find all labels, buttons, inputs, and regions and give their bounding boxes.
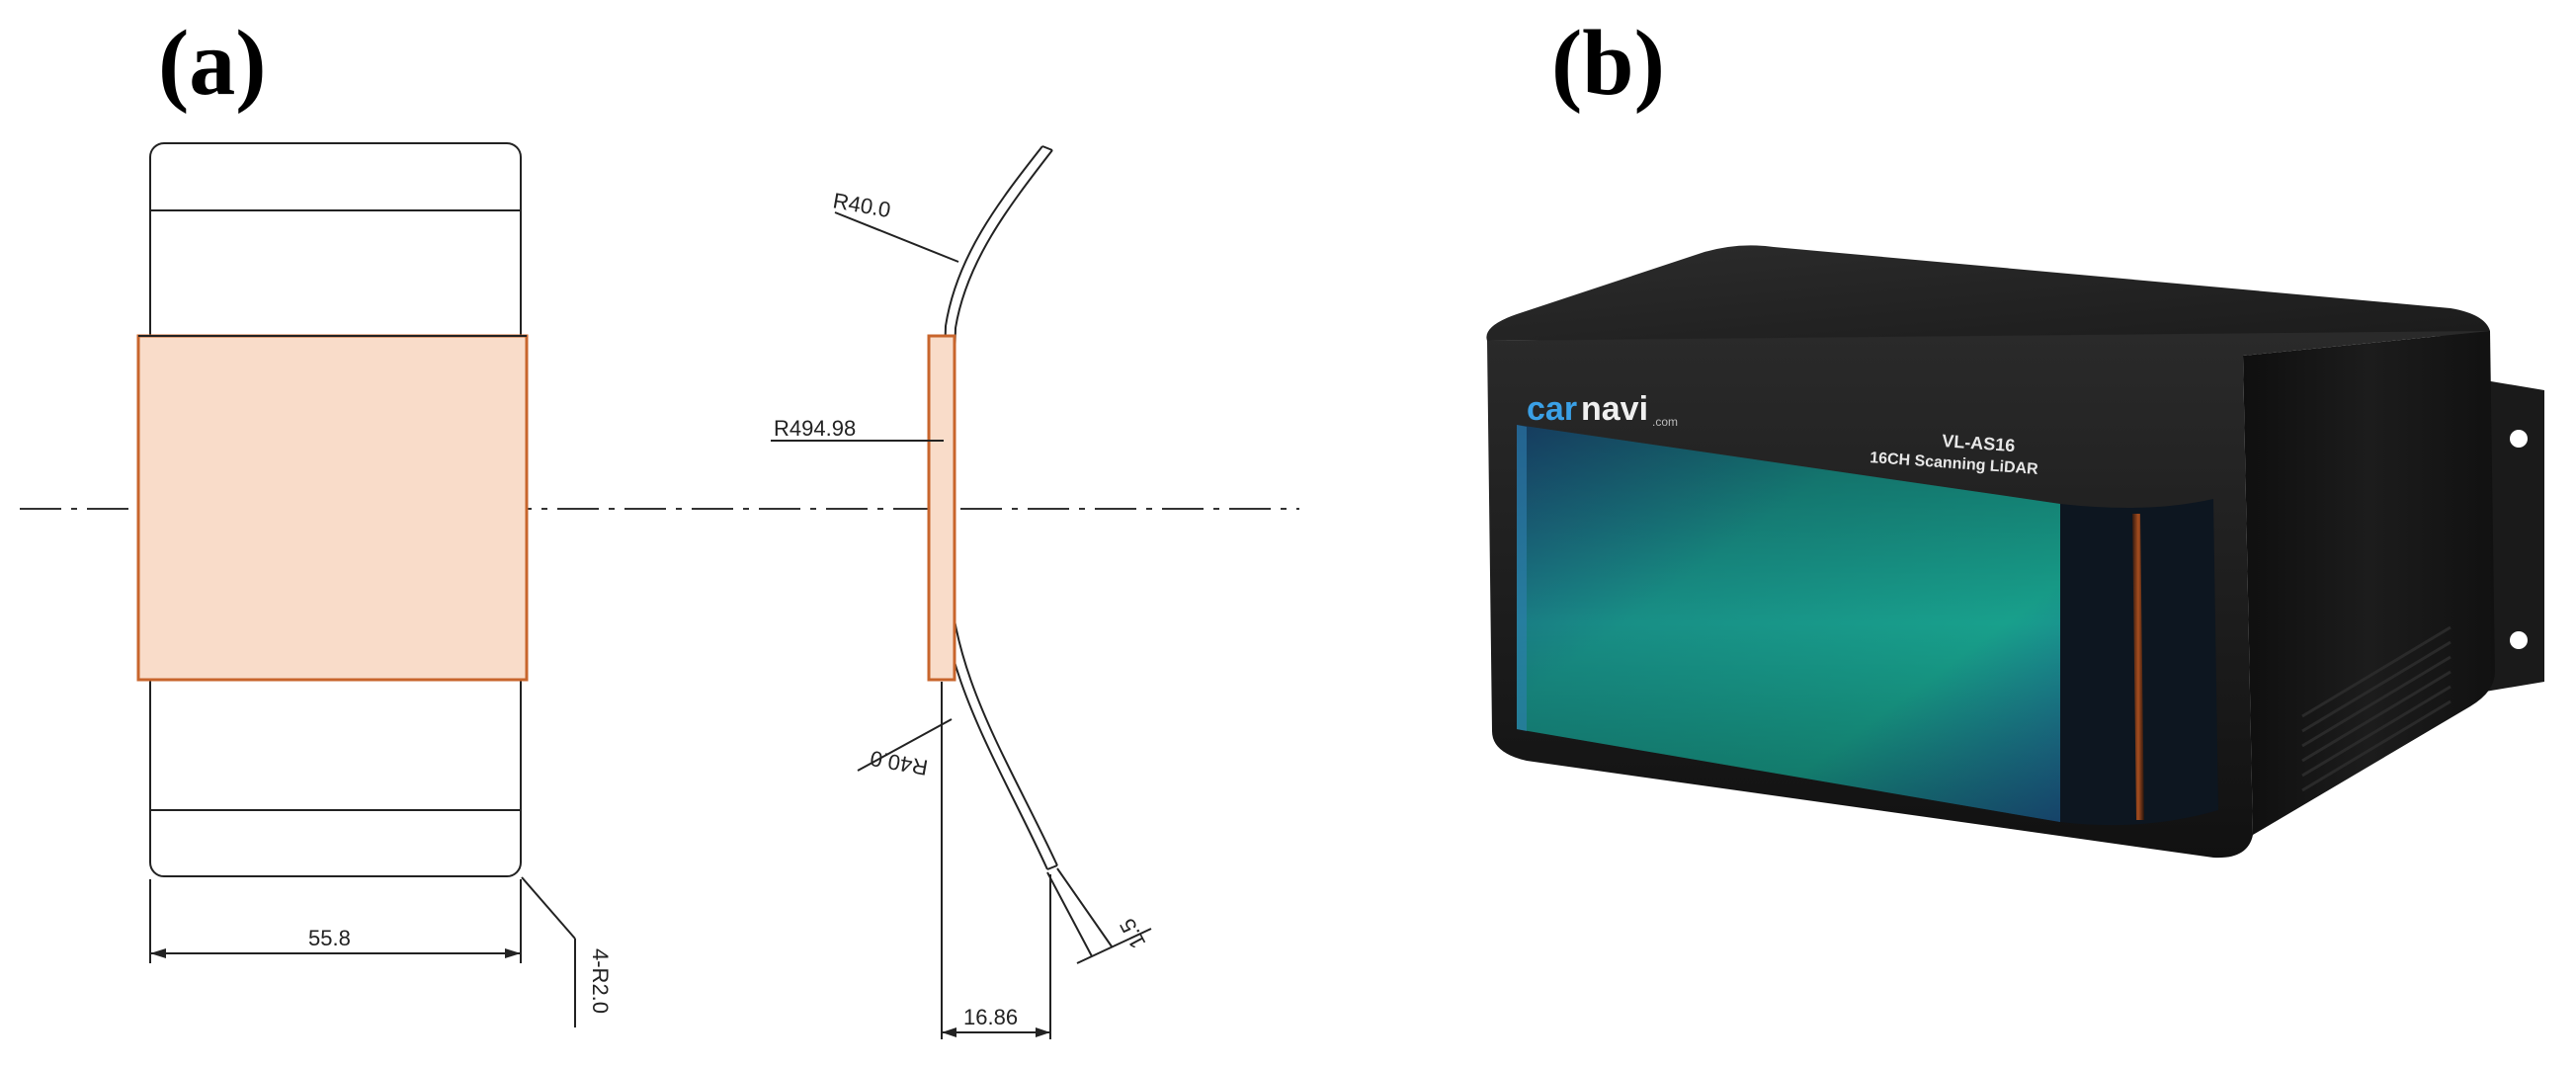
lidar-device: car navi .com VL-AS16 16CH Scanning LiDA… [1486,245,2544,859]
brand-logo-suffix: .com [1652,415,1678,429]
device-top [1486,245,2490,341]
side-window [927,334,956,682]
radius-top-leader: R40.0 [831,188,959,263]
width-dimension: 55.8 [149,879,522,963]
panel-a-label: (a) [158,12,267,115]
depth-label: 16.86 [963,1005,1018,1029]
panel-b-label: (b) [1551,12,1665,115]
device-side [2243,331,2495,835]
brand-logo-navi: navi [1581,390,1648,428]
radius-center-leader: R494.98 [771,416,944,442]
radius-bottom-leader: R40.0 [857,718,953,780]
thickness-label: 1.5 [1115,915,1150,953]
depth-dimension: 16.86 [941,682,1051,1039]
radius-bottom-label: R40.0 [869,746,930,780]
radius-center-label: R494.98 [774,416,856,441]
mounting-bracket [2485,380,2544,692]
bracket-hole-top [2510,430,2528,448]
front-view [136,142,529,877]
sensor-window [136,334,529,682]
radius-top-label: R40.0 [831,188,892,222]
corner-radius-label: 4-R2.0 [588,948,613,1014]
width-dim-label: 55.8 [308,926,351,950]
side-view [927,145,1058,870]
brand-logo-car: car [1527,390,1577,428]
corner-radius-leader: 4-R2.0 [521,876,613,1027]
vent-slats [2301,625,2451,792]
thickness-dimension: 1.5 [1046,867,1152,964]
bracket-hole-bottom [2510,631,2528,649]
